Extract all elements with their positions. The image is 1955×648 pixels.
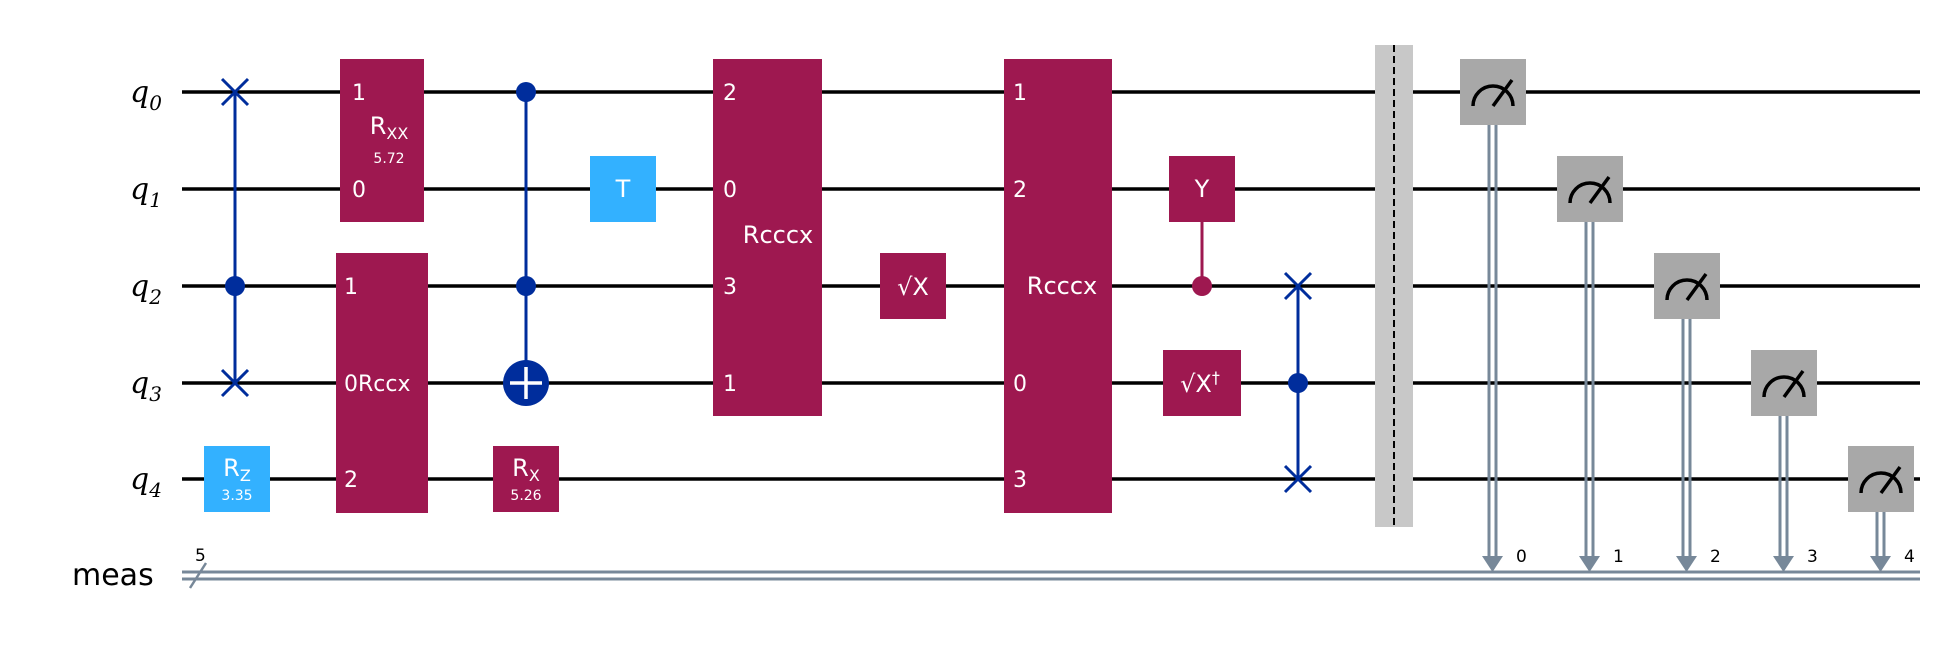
bus-slash bbox=[188, 562, 208, 589]
svg-text:1: 1 bbox=[344, 275, 358, 300]
classical-register-wire: 5 bbox=[182, 546, 1920, 589]
toffoli-gate bbox=[503, 82, 549, 406]
rx-param: 5.26 bbox=[510, 488, 541, 504]
svg-text:2: 2 bbox=[1710, 547, 1721, 567]
meter-icon bbox=[1665, 278, 1709, 301]
label-q4: q4 bbox=[130, 462, 162, 502]
rxx-param: 5.72 bbox=[373, 151, 404, 167]
rcccx-gate-2: 1 2 Rcccx 0 3 bbox=[1004, 59, 1112, 513]
svg-text:0: 0 bbox=[1516, 547, 1527, 567]
svg-text:RXX: RXX bbox=[370, 112, 409, 143]
measure-q2: 2 bbox=[1654, 253, 1721, 572]
register-size: 5 bbox=[195, 546, 206, 566]
control-dot-q0 bbox=[516, 82, 536, 102]
svg-text:√X: √X bbox=[897, 273, 929, 301]
svg-text:1: 1 bbox=[1613, 547, 1624, 567]
svg-text:RZ: RZ bbox=[223, 454, 251, 485]
rcccx-gate-1: 2 0 3 1 Rcccx bbox=[713, 59, 822, 416]
svg-text:2: 2 bbox=[723, 81, 737, 106]
svg-text:Rcccx: Rcccx bbox=[743, 221, 813, 249]
svg-text:2: 2 bbox=[1013, 178, 1027, 203]
control-dot-q2 bbox=[225, 276, 245, 296]
cswap-gate-1 bbox=[220, 77, 250, 398]
measure-q3: 3 bbox=[1751, 350, 1818, 572]
barrier bbox=[1375, 45, 1413, 527]
svg-text:Rcccx: Rcccx bbox=[1027, 272, 1097, 300]
cy-gate: Y bbox=[1169, 156, 1235, 296]
svg-text:T: T bbox=[615, 175, 631, 203]
meter-icon bbox=[1762, 375, 1806, 398]
svg-text:3: 3 bbox=[1013, 468, 1027, 493]
wire-labels: q0 q1 q2 q3 q4 meas bbox=[72, 75, 162, 593]
rz-gate: RZ 3.35 bbox=[204, 446, 270, 512]
svg-text:Y: Y bbox=[1194, 175, 1210, 203]
label-q1: q1 bbox=[130, 172, 162, 212]
sx-gate: √X bbox=[880, 253, 946, 319]
label-q3: q3 bbox=[130, 366, 162, 406]
svg-text:4: 4 bbox=[1904, 547, 1915, 567]
rx-gate: RX 5.26 bbox=[493, 446, 559, 512]
svg-text:1: 1 bbox=[352, 81, 366, 106]
rz-param: 3.35 bbox=[221, 488, 252, 504]
t-gate: T bbox=[590, 156, 656, 222]
svg-text:0: 0 bbox=[1013, 372, 1027, 397]
label-meas: meas bbox=[72, 558, 154, 593]
svg-text:√X†: √X† bbox=[1180, 368, 1220, 398]
svg-text:3: 3 bbox=[1807, 547, 1818, 567]
svg-text:3: 3 bbox=[723, 275, 737, 300]
rxx-gate: 1 0 RXX 5.72 bbox=[340, 59, 424, 222]
svg-text:0: 0 bbox=[723, 178, 737, 203]
svg-text:1: 1 bbox=[723, 372, 737, 397]
meter-icon bbox=[1471, 84, 1515, 107]
measure-q1: 1 bbox=[1557, 156, 1624, 572]
label-q0: q0 bbox=[130, 75, 162, 115]
measure-q4: 4 bbox=[1848, 446, 1915, 572]
label-q2: q2 bbox=[130, 269, 162, 309]
control-dot-q2 bbox=[516, 276, 536, 296]
svg-text:0: 0 bbox=[352, 178, 366, 203]
control-dot-q3 bbox=[1288, 373, 1308, 393]
svg-text:RX: RX bbox=[512, 454, 540, 485]
svg-text:0Rccx: 0Rccx bbox=[344, 372, 411, 397]
cswap-gate-2 bbox=[1283, 271, 1313, 494]
rccx-gate: 1 0Rccx 2 bbox=[336, 253, 428, 513]
control-dot-q2 bbox=[1192, 276, 1212, 296]
meter-icon bbox=[1859, 471, 1903, 494]
meter-icon bbox=[1568, 181, 1612, 204]
sxdg-gate: √X† bbox=[1163, 350, 1241, 416]
svg-text:2: 2 bbox=[344, 468, 358, 493]
svg-text:1: 1 bbox=[1013, 81, 1027, 106]
measure-q0: 0 bbox=[1460, 59, 1527, 572]
